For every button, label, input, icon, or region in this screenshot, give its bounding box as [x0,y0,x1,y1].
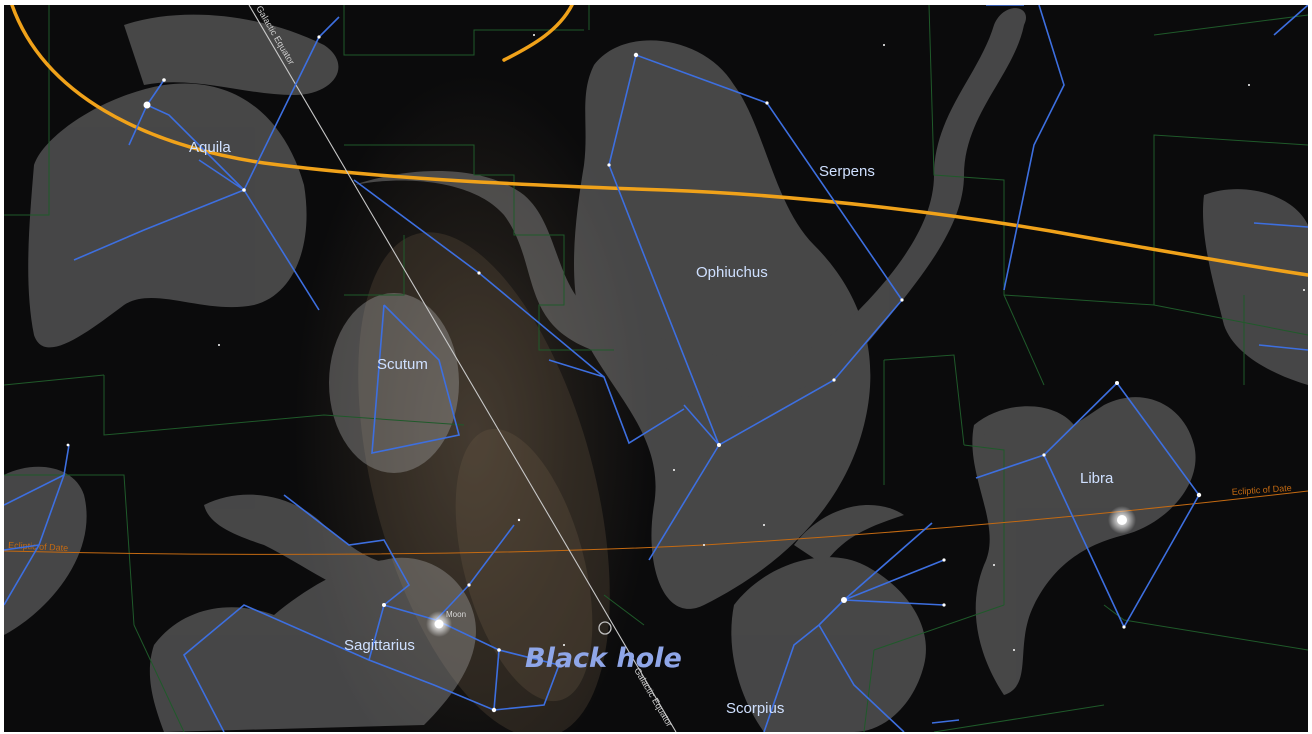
ophiuchus-label[interactable]: Ophiuchus [696,264,768,281]
milky-way-haze [358,232,610,732]
orbit-path [10,5,1308,277]
libra-artwork [972,397,1196,695]
black-hole-marker[interactable]: Black hole [525,621,682,674]
scutum-label[interactable]: Scutum [377,356,428,373]
scorpius-lines [843,522,933,601]
ophiuchus-artwork [574,40,871,609]
target-reticle-icon[interactable] [598,621,612,635]
scorpius-label[interactable]: Scorpius [726,700,784,717]
libra-label[interactable]: Libra [1080,470,1114,487]
sagittarius-label[interactable]: Sagittarius [344,637,415,654]
scutum-artwork [329,293,459,473]
ophiuchus-lines [608,53,904,447]
scutum-lines [371,304,460,454]
black-hole-label[interactable]: Black hole [525,643,682,674]
sky-map-view[interactable]: Ecliptic of Date Ecliptic of Date Galact… [4,5,1308,732]
ophiuchus-scorpius-artwork [1203,189,1308,385]
ecliptic-label-right: Ecliptic of Date [1231,483,1292,497]
bright-objects [426,506,1136,637]
moon-label[interactable]: Moon [446,610,466,619]
libra-scale-artwork [980,415,1006,507]
sagittarius-artwork [149,557,476,732]
aquila-wing-artwork [124,14,339,95]
constellation-artwork [4,8,1308,732]
stars [66,34,1305,713]
aquila-label[interactable]: Aquila [189,139,231,156]
galactic-equator-label-bottom: Galactic Equator [632,666,674,728]
constellation-boundaries [4,5,1308,732]
constellation-names: Aquila Serpens Ophiuchus Scutum Libra Sa… [189,139,1114,717]
aquila-artwork [28,83,307,348]
sky-map-canvas[interactable]: Ecliptic of Date Ecliptic of Date Galact… [4,5,1308,732]
sagittarius-torso-artwork [204,494,404,605]
capricornus-artwork [4,466,87,635]
serpens-label[interactable]: Serpens [819,163,875,180]
